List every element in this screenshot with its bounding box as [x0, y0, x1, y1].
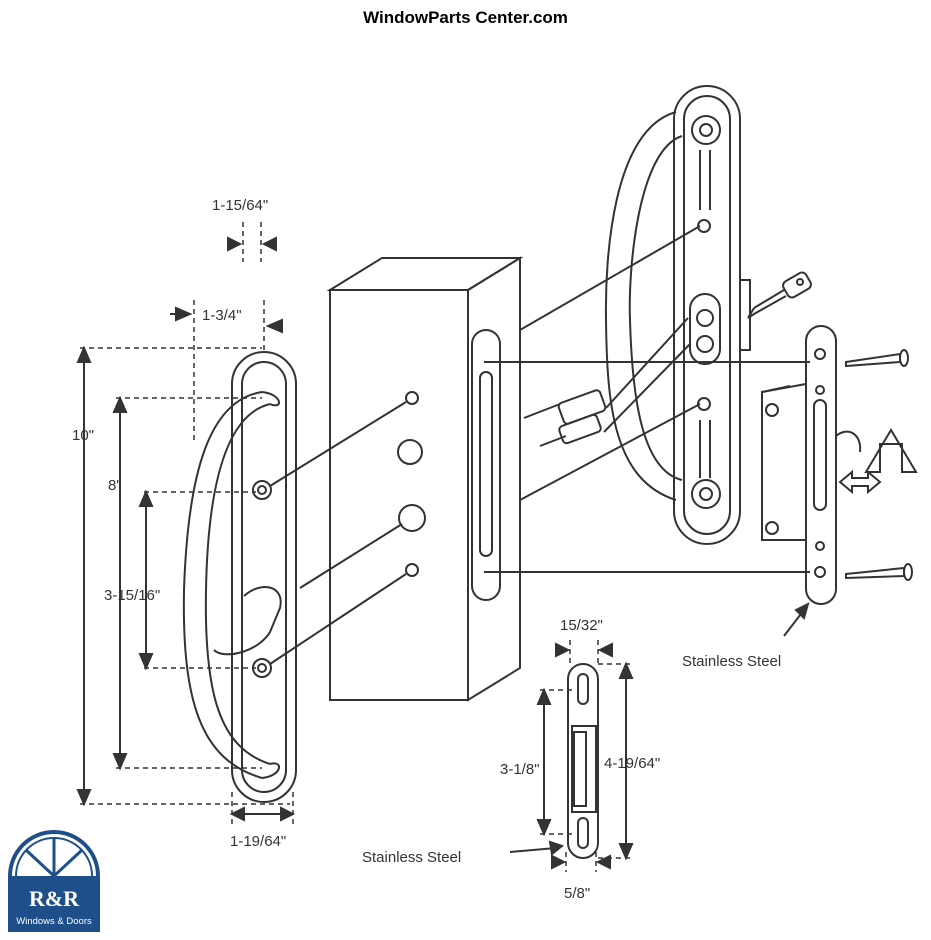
dim-handle-lever-offset: 1-15/64" — [212, 197, 268, 214]
logo-brand: R&R — [29, 886, 80, 911]
upper-screw-icon — [252, 480, 272, 500]
dim-keeper-hole-spacing: 3-1/8" — [500, 761, 540, 778]
up-arrow-icon — [864, 428, 918, 473]
mortise-lock — [761, 325, 862, 605]
brand-logo: R&R Windows & Doors — [8, 830, 100, 932]
dim-overall-height: 10" — [72, 427, 94, 444]
dim-keeper-length: 4-19/64" — [604, 755, 660, 772]
key-icon — [747, 271, 812, 319]
logo-tagline: Windows & Doors — [16, 916, 92, 927]
interior-handle — [604, 85, 751, 545]
keeper — [567, 663, 599, 859]
lock-cylinder — [523, 389, 607, 447]
door-section — [326, 256, 524, 702]
slide-arrow-icon — [838, 469, 882, 495]
dim-grip-length: 8" — [108, 477, 122, 494]
dim-escutcheon-width: 1-19/64" — [230, 833, 286, 850]
exterior-handle — [182, 351, 297, 803]
dim-keeper-width: 5/8" — [564, 885, 590, 902]
mounting-screw-bottom — [845, 563, 913, 581]
label-mortise-material: Stainless Steel — [682, 653, 781, 670]
site-title: WindowParts Center.com — [363, 8, 568, 27]
dim-hole-spacing: 3-15/16" — [104, 587, 160, 604]
dim-keeper-hole-width: 15/32" — [560, 617, 603, 634]
mounting-screw-top — [845, 349, 909, 368]
dim-handle-depth: 1-3/4" — [202, 307, 242, 324]
label-keeper-material: Stainless Steel — [362, 849, 461, 866]
